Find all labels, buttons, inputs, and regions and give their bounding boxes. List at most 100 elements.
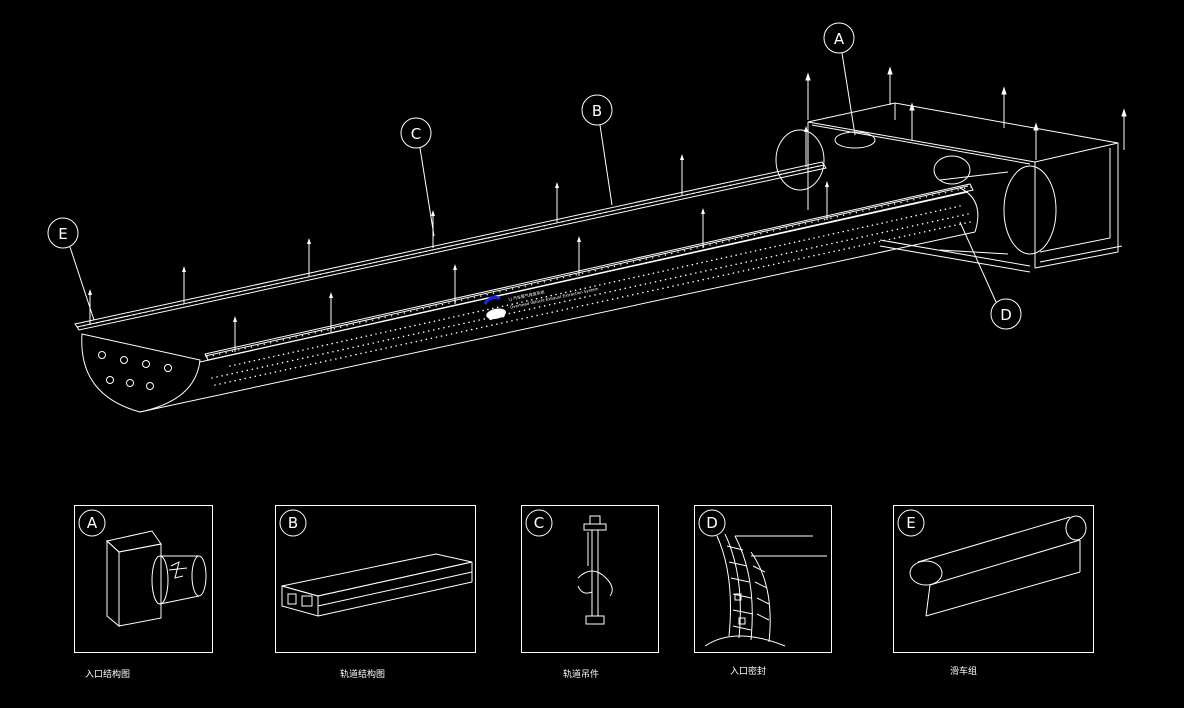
rail-dot	[371, 319, 374, 321]
perforation	[866, 225, 869, 228]
rail-dot	[667, 198, 670, 200]
perforation	[226, 373, 228, 376]
perforation	[947, 217, 949, 220]
perforation	[611, 298, 614, 300]
perforation	[777, 262, 780, 265]
perforation	[790, 251, 793, 254]
rail-dot	[151, 310, 154, 312]
rail-dot	[742, 181, 744, 184]
hanger-detail	[577, 515, 613, 625]
perforation	[715, 267, 717, 270]
perforation	[372, 342, 375, 344]
perforation	[221, 375, 223, 377]
perforation	[438, 319, 441, 321]
rail-dot	[792, 225, 794, 228]
perforation	[853, 246, 856, 248]
rail-dot	[773, 175, 775, 177]
rail-dot	[836, 216, 838, 218]
perforation	[397, 336, 400, 339]
perforation	[477, 310, 480, 313]
perforation	[560, 292, 562, 295]
perforation	[606, 299, 609, 302]
perforation	[710, 268, 712, 271]
perforation	[433, 320, 436, 323]
perforation	[342, 348, 344, 351]
perforation	[536, 314, 538, 317]
rail-dot	[919, 197, 921, 200]
perforation	[677, 284, 679, 286]
rail-dot	[817, 165, 819, 168]
rail-dot	[170, 306, 172, 308]
perforation	[755, 259, 758, 261]
perforation	[959, 205, 961, 207]
perforation	[667, 286, 669, 289]
rail-dot	[388, 258, 390, 261]
perforation	[234, 379, 236, 382]
perforation	[355, 353, 357, 356]
perforation	[538, 306, 541, 308]
perforation	[954, 224, 956, 227]
rail-dot	[588, 271, 590, 273]
perforation	[662, 287, 664, 290]
rail-dot	[282, 339, 285, 341]
perforation	[472, 311, 475, 314]
callout-a	[823, 22, 856, 136]
rail-dot	[460, 299, 463, 302]
perforation	[813, 237, 815, 239]
perforation	[261, 366, 264, 368]
rail-dot	[705, 189, 707, 192]
rail-dot	[231, 350, 234, 353]
rail-dot	[332, 270, 334, 273]
perforation	[669, 277, 672, 280]
perforation	[667, 269, 669, 271]
perforation	[581, 304, 584, 307]
perforation	[317, 354, 319, 356]
perforation	[722, 274, 725, 277]
perforation	[785, 252, 788, 255]
perforation	[601, 300, 604, 303]
perforation	[782, 261, 785, 264]
perforation	[695, 272, 697, 274]
perforation	[805, 248, 808, 250]
callout-a-label: A	[834, 30, 845, 48]
rail-dot	[481, 238, 483, 240]
perforation	[705, 270, 707, 272]
inlet-box-detail	[105, 530, 207, 628]
rail-dot	[195, 300, 197, 303]
perforation	[717, 275, 720, 278]
rail-dot	[893, 203, 896, 205]
rail-dot	[189, 302, 191, 304]
perforation	[470, 328, 473, 331]
perforation	[795, 250, 798, 252]
perforation	[735, 254, 737, 256]
perforation	[508, 312, 511, 315]
rail-dot	[568, 219, 570, 222]
perforation	[886, 221, 888, 223]
rail-dot	[89, 323, 92, 325]
rail-dot	[276, 283, 278, 285]
perforation	[621, 296, 624, 298]
perforation	[594, 294, 596, 296]
perforation	[312, 355, 314, 357]
rail-dot	[811, 221, 813, 224]
perforation	[453, 324, 455, 327]
perforation	[647, 290, 649, 293]
rail-dot	[83, 324, 85, 327]
perforation	[858, 245, 861, 247]
perforation	[370, 350, 372, 353]
perforation	[697, 279, 699, 282]
perforation	[838, 249, 840, 252]
detail-e-letter: E	[906, 514, 915, 532]
perforation	[287, 352, 290, 355]
perforation	[730, 255, 733, 257]
perforation	[813, 254, 815, 257]
rail-dot	[454, 301, 456, 303]
perforation	[841, 240, 843, 243]
perforation	[487, 308, 489, 311]
rail-dot	[932, 194, 934, 197]
perforation	[686, 264, 689, 267]
cap-hole	[146, 382, 154, 390]
rail-dot	[403, 312, 406, 314]
rail-dot	[709, 244, 711, 246]
perforation	[925, 212, 927, 215]
